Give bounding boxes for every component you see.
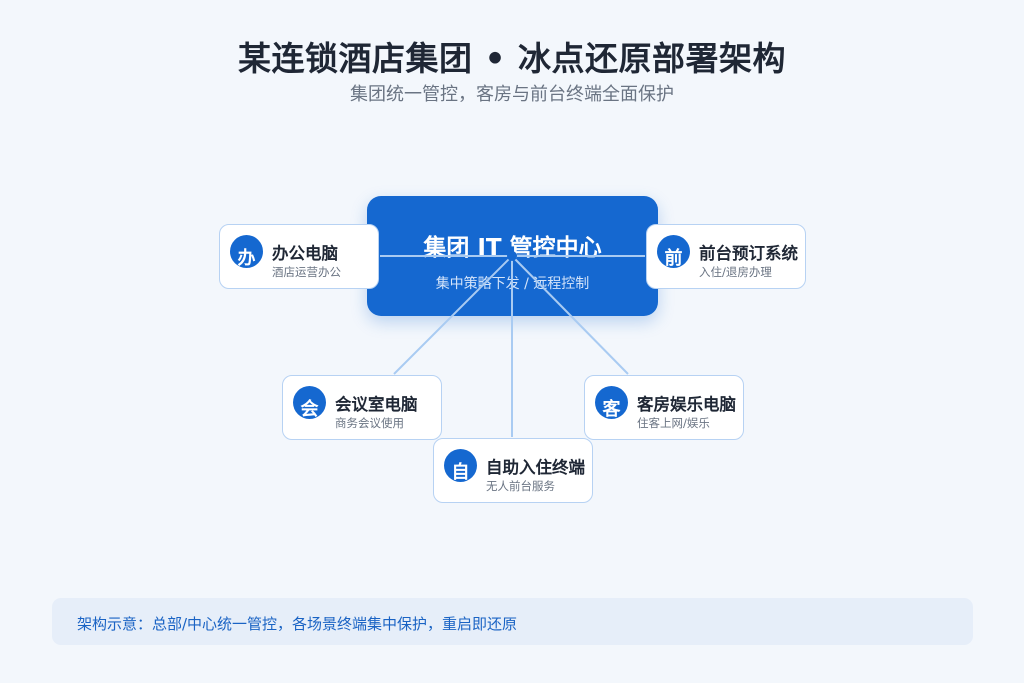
footer-note: 架构示意：总部/中心统一管控，各场景终端集中保护，重启即还原	[52, 598, 973, 645]
node-subtitle: 商务会议使用	[335, 416, 404, 430]
page-title: 某连锁酒店集团 • 冰点还原部署架构	[237, 39, 787, 78]
footer-text: 架构示意：总部/中心统一管控，各场景终端集中保护，重启即还原	[77, 615, 518, 633]
node-title: 客房娱乐电脑	[637, 395, 736, 414]
page-subtitle: 集团统一管控，客房与前台终端全面保护	[350, 84, 674, 105]
node-subtitle: 入住/退房办理	[699, 265, 772, 279]
node-title: 会议室电脑	[335, 395, 418, 414]
node-subtitle: 酒店运营办公	[272, 265, 341, 279]
node-subtitle: 住客上网/娱乐	[637, 416, 710, 430]
node-office: 办 办公电脑 酒店运营办公	[219, 224, 379, 289]
node-title: 办公电脑	[272, 244, 338, 263]
link-room	[511, 255, 629, 375]
office-badge-icon: 办	[230, 235, 263, 268]
node-kiosk: 自 自助入住终端 无人前台服务	[433, 438, 593, 503]
node-meeting: 会 会议室电脑 商务会议使用	[282, 375, 442, 440]
node-frontdesk: 前 前台预订系统 入住/退房办理	[646, 224, 806, 289]
frontdesk-badge-icon: 前	[657, 235, 690, 268]
node-title: 自助入住终端	[486, 458, 585, 477]
meeting-badge-icon: 会	[293, 386, 326, 419]
hub-junction-dot	[507, 251, 517, 261]
link-meeting	[393, 255, 513, 375]
room-badge-icon: 客	[595, 386, 628, 419]
node-subtitle: 无人前台服务	[486, 479, 555, 493]
node-room: 客 客房娱乐电脑 住客上网/娱乐	[584, 375, 744, 440]
node-title: 前台预订系统	[699, 244, 798, 263]
kiosk-badge-icon: 自	[444, 449, 477, 482]
